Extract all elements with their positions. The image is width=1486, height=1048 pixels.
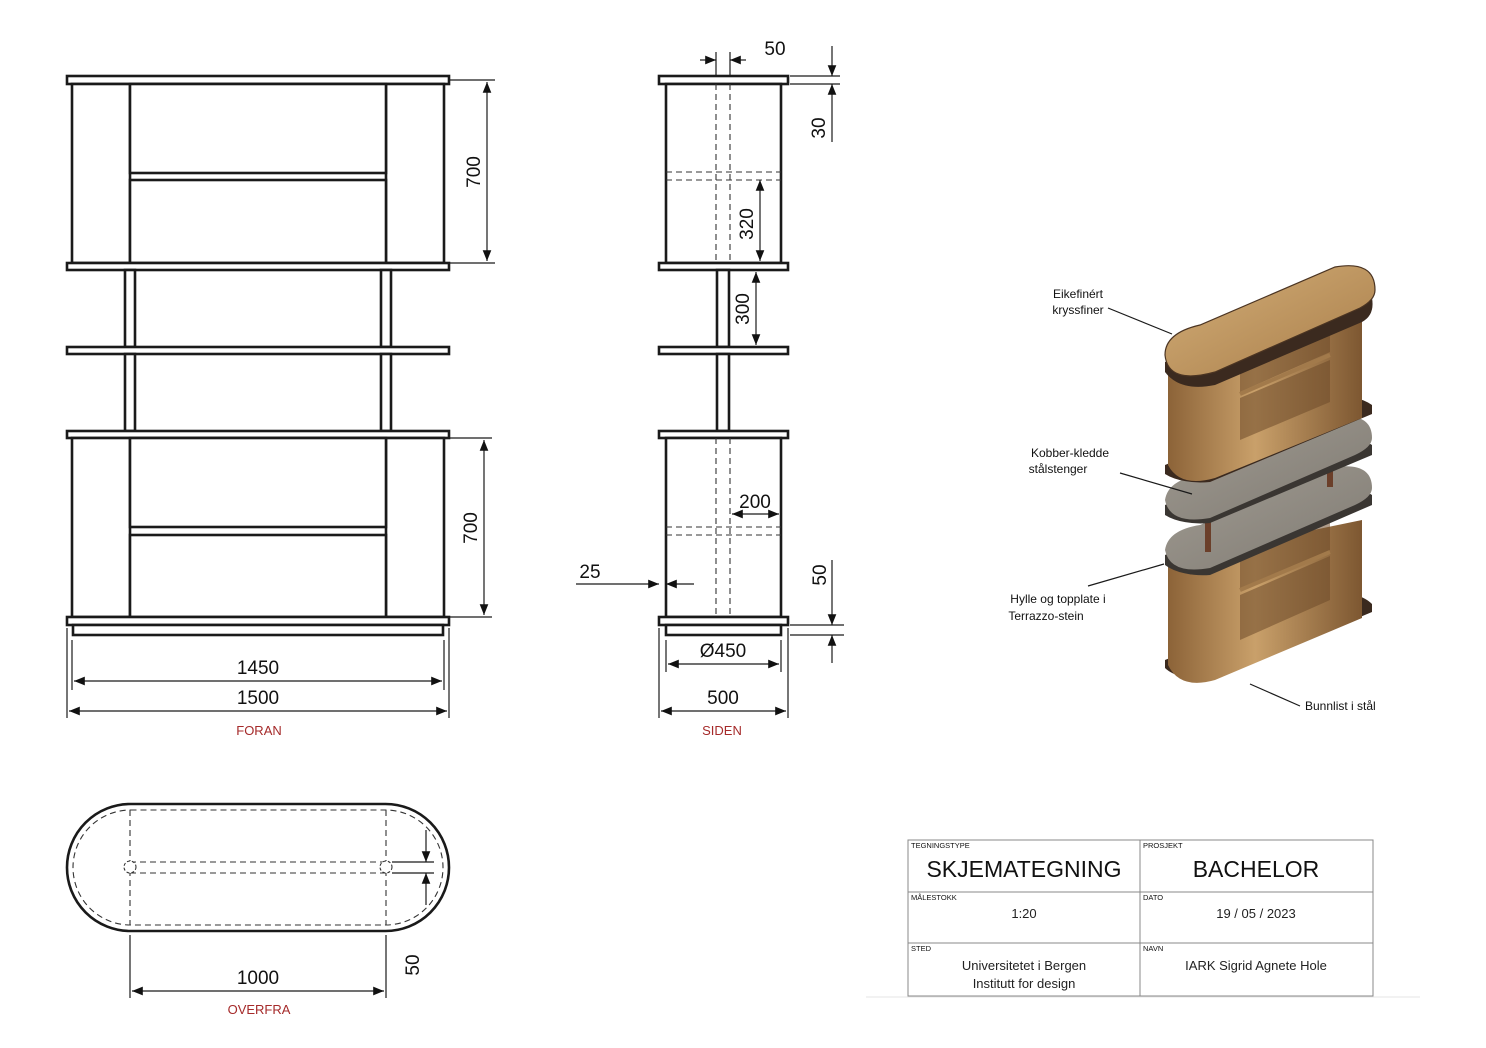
tb-place-line2: Institutt for design <box>973 976 1076 991</box>
dim-top-length: 1000 <box>237 968 279 989</box>
dim-side-diameter: Ø450 <box>700 641 746 662</box>
front-view: 700 700 1450 1500 FORAN <box>65 74 495 738</box>
dim-side-top: 30 <box>809 117 830 138</box>
side-lower-cabinet <box>664 436 783 619</box>
dim-side-post: 50 <box>764 39 785 60</box>
caption-top: OVERFRA <box>228 1002 291 1017</box>
side-base-strip <box>664 623 783 637</box>
front-rod <box>123 352 137 433</box>
render-oak-top <box>1164 265 1376 377</box>
tb-scale-value: 1:20 <box>1011 906 1036 921</box>
isometric-render: Eikefinért kryssfiner Kobber-kledde stål… <box>1008 265 1376 713</box>
tb-name-value: IARK Sigrid Agnete Hole <box>1185 958 1327 973</box>
front-base-strip <box>71 623 445 637</box>
callout-top-line2: kryssfiner <box>1052 303 1103 317</box>
front-rod <box>379 268 393 349</box>
render-terrazzo-shelf <box>1165 466 1372 570</box>
dim-side-depth: 500 <box>707 688 739 709</box>
dim-front-lower: 700 <box>461 512 482 544</box>
side-rod <box>715 352 731 433</box>
side-view: 50 30 320 300 200 25 50 Ø450 <box>576 39 844 738</box>
render-terrazzo-shelf <box>1165 416 1372 520</box>
tb-type-label: TEGNINGSTYPE <box>911 841 970 850</box>
callout-shelf-line1: Hylle og topplate i <box>1010 592 1105 606</box>
callout-rods-line1: Kobber-kledde <box>1031 446 1109 460</box>
side-upper-cabinet <box>664 82 783 265</box>
front-shelf-1 <box>65 261 451 272</box>
tb-date-value: 19 / 05 / 2023 <box>1216 906 1296 921</box>
dim-side-panel: 25 <box>579 562 600 583</box>
tb-project-label: PROSJEKT <box>1143 841 1183 850</box>
front-shelf-2 <box>65 345 451 356</box>
side-rod <box>715 268 731 349</box>
tb-scale-label: MÅLESTOKK <box>911 893 957 902</box>
tb-type-value: SKJEMATEGNING <box>926 856 1121 882</box>
top-rod-hole <box>379 860 393 874</box>
dim-side-base: 50 <box>810 564 831 585</box>
dim-front-total-width: 1500 <box>237 688 279 709</box>
tb-project-value: BACHELOR <box>1193 856 1320 882</box>
tb-place-line1: Universitetet i Bergen <box>962 958 1086 973</box>
caption-front: FORAN <box>236 723 282 738</box>
dim-side-gap: 300 <box>733 293 754 325</box>
callout-top-line1: Eikefinért <box>1053 287 1104 301</box>
top-view: 1000 50 OVERFRA <box>65 802 451 1017</box>
dim-top-offset: 50 <box>403 954 424 975</box>
dim-front-inner-width: 1450 <box>237 658 279 679</box>
tb-name-label: NAVN <box>1143 944 1163 953</box>
title-block: TEGNINGSTYPE SKJEMATEGNING PROSJEKT BACH… <box>866 839 1420 998</box>
top-rod-hole <box>123 860 137 874</box>
caption-side: SIDEN <box>702 723 742 738</box>
callout-base: Bunnlist i stål <box>1305 699 1376 713</box>
front-rod <box>123 268 137 349</box>
dim-side-upper-shelf: 320 <box>737 208 758 240</box>
front-rod <box>379 352 393 433</box>
dim-front-upper: 700 <box>464 156 485 188</box>
tb-place-label: STED <box>911 944 932 953</box>
callout-rods-line2: stålstenger <box>1029 462 1088 476</box>
callout-shelf-line2: Terrazzo-stein <box>1008 609 1083 623</box>
dim-side-inner: 200 <box>739 492 771 513</box>
tb-date-label: DATO <box>1143 893 1163 902</box>
top-outline <box>65 802 451 933</box>
